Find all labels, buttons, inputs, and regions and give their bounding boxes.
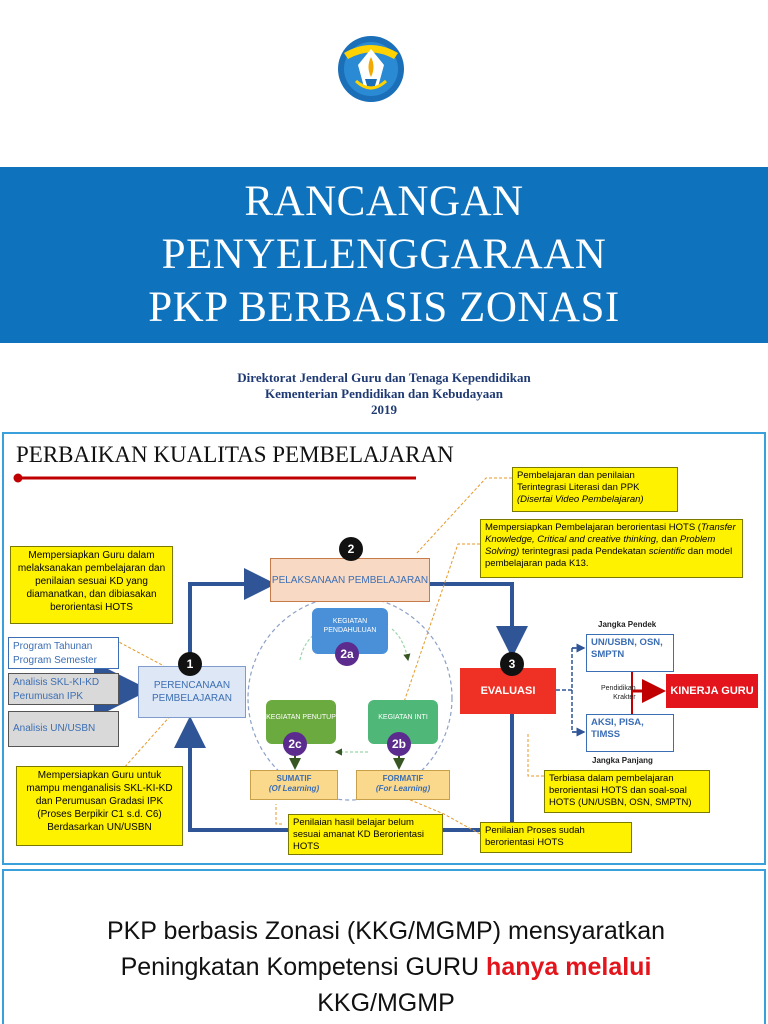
label-pendidikan: Pendidikan [601,685,636,692]
statement-line-2-text: Peningkatan Kompetensi GURU [120,953,487,981]
note-sumatif: Penilaian hasil belajar belum sesuai ama… [288,814,443,855]
statement-line-3: KKG/MGMP [317,989,455,1017]
step-evaluasi: EVALUASI [460,668,556,714]
activity-2c-badge: 2c [283,732,307,756]
tut-wuri-handayani-logo [334,35,408,103]
note-hots-text-3: dan [658,534,680,545]
statement-panel: PKP berbasis Zonasi (KKG/MGMP) mensyarat… [2,869,766,1024]
label-jangka-panjang: Jangka Panjang [592,756,653,765]
assessment-sumatif-sub: (Of Learning) [268,784,320,793]
statement-line-1: PKP berbasis Zonasi (KKG/MGMP) mensyarat… [106,917,666,945]
input-program: Program Tahunan Program Semester [8,637,119,669]
note-literasi-text: Pembelajaran dan penilaian Terintegrasi … [517,470,640,493]
input-analisis-skl-kikd: Analisis SKL-KI-KD [13,677,100,688]
outcome-long-term: AKSI, PISA, TIMSS [586,714,674,752]
statement-text: PKP berbasis Zonasi (KKG/MGMP) mensyarat… [4,913,768,1021]
diagram-panel: PERBAIKAN KUALITAS PEMBELAJARAN Mempersi… [2,432,766,865]
label-krakter: Krakter [613,694,636,701]
input-analisis-skl: Analisis SKL-KI-KD Perumusan IPK [8,673,119,705]
subtitle-directorate: Direktorat Jenderal Guru dan Tenaga Kepe… [237,370,531,385]
note-literasi-video: (Disertai Video Pembelajaran) [517,494,644,505]
note-gradasi-ipk: Mempersiapkan Guru untuk mampu menganali… [16,766,183,846]
subtitle-ministry: Kementerian Pendidikan dan Kebudayaan [264,386,504,401]
assessment-sumatif: SUMATIF (Of Learning) [250,770,338,800]
input-perumusan-ipk: Perumusan IPK [13,691,84,702]
note-hots-preparation: Mempersiapkan Pembelajaran berorientasi … [480,519,743,578]
subtitle: Direktorat Jenderal Guru dan Tenaga Kepe… [0,370,768,418]
diagram-title: PERBAIKAN KUALITAS PEMBELAJARAN [16,442,454,467]
note-hots-text-1: Mempersiapkan Pembelajaran berorientasi … [485,522,701,533]
title-band: RANCANGAN PENYELENGGARAAN PKP BERBASIS Z… [0,167,768,343]
step-3-badge: 3 [500,652,524,676]
outcome-short-term: UN/USBN, OSN, SMPTN [586,634,674,672]
note-hots-text-7: dan model pembelajaran pada K13. [485,546,733,569]
input-analisis-un: Analisis UN/USBN [8,711,119,747]
assessment-formatif: FORMATIF (For Learning) [356,770,450,800]
input-program-semester: Program Semester [13,655,97,666]
outcome-timss: TIMSS [591,729,621,740]
note-hots-text-4: Problem Solving) [485,534,716,557]
subtitle-year: 2019 [371,402,397,417]
outcome-aksi-pisa: AKSI, PISA, [591,717,644,728]
assessment-formatif-sub: (For Learning) [375,784,431,793]
statement-highlight: hanya melalui [486,953,652,981]
assessment-formatif-label: FORMATIF [382,774,424,783]
activity-2b-badge: 2b [387,732,411,756]
step-pelaksanaan: PELAKSANAAN PEMBELAJARAN [270,558,430,602]
title-line-2: PENYELENGGARAAN [161,231,607,278]
assessment-sumatif-label: SUMATIF [276,774,312,783]
statement-line-2: Peningkatan Kompetensi GURU hanya melalu… [4,949,768,985]
title-line-1: RANCANGAN [244,178,524,225]
activity-2a-badge: 2a [335,642,359,666]
input-program-tahunan: Program Tahunan [13,641,93,652]
label-pendidikan-karakter: Pendidikan Krakter [601,684,636,702]
note-hots-text-5: terintegrasi pada Pendekatan [519,546,649,557]
step-2-badge: 2 [339,537,363,561]
note-hots-text-2: Transfer Knowledge, Critical and creativ… [485,522,736,545]
outcome-kinerja-guru: KINERJA GURU [666,674,758,708]
outcome-smptn: SMPTN [591,649,625,660]
note-hots-text-6: scientific [648,546,686,557]
note-evaluasi: Terbiasa dalam pembelajaran berorientasi… [544,770,710,813]
outcome-un-osn: UN/USBN, OSN, [591,637,663,648]
title-line-3: PKP BERBASIS ZONASI [148,284,620,331]
note-formatif: Penilaian Proses sudah berorientasi HOTS [480,822,632,853]
step-1-badge: 1 [178,652,202,676]
label-jangka-pendek: Jangka Pendek [598,620,657,629]
step-perencanaan: PERENCANAAN PEMBELAJARAN [138,666,246,718]
note-literasi-ppk: Pembelajaran dan penilaian Terintegrasi … [512,467,678,512]
note-guru-preparation: Mempersiapkan Guru dalam melaksanakan pe… [10,546,173,624]
